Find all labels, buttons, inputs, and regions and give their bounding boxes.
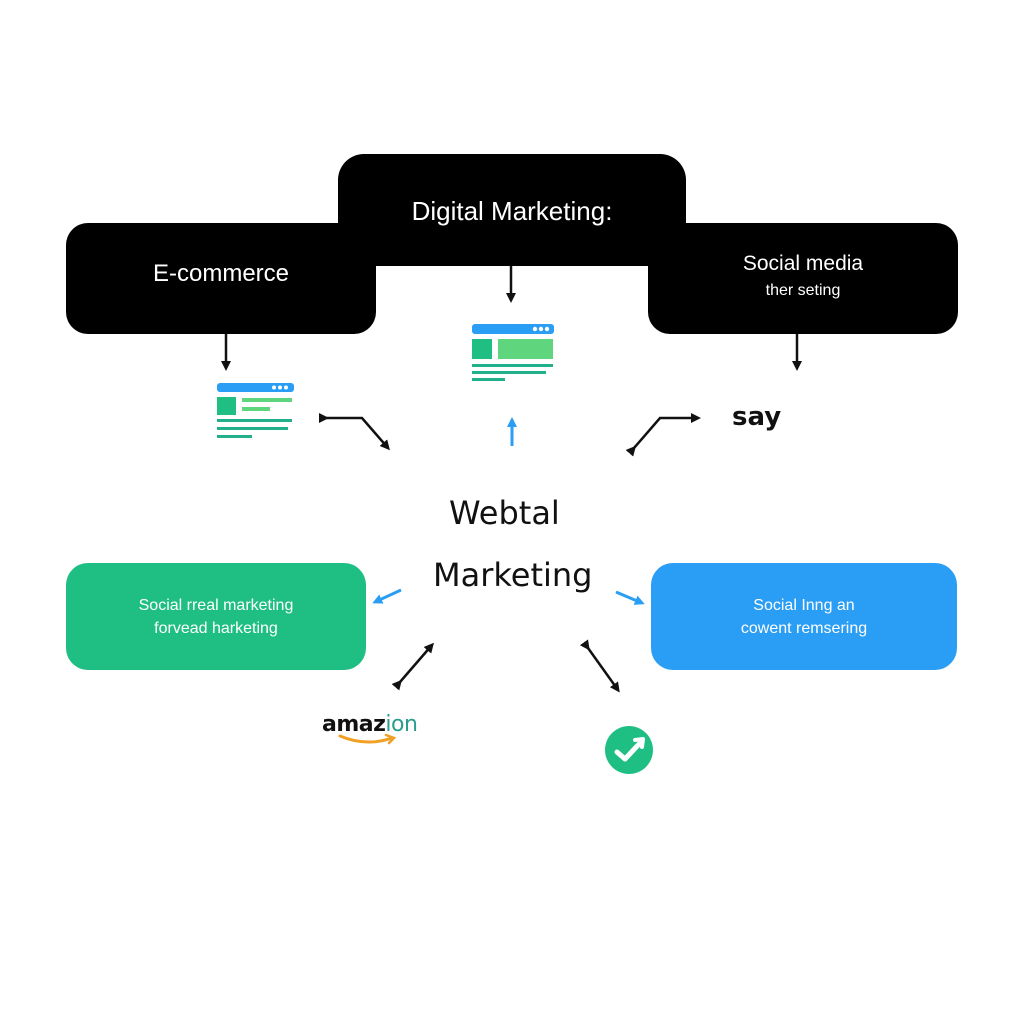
arrow-blue-left [372, 588, 402, 604]
social-content-box: Social Inng an cowent remsering [651, 563, 957, 670]
arrow-bidir-amazon [391, 642, 434, 691]
amazon-logo: amazion [322, 712, 418, 747]
center-label-line2: Marketing [433, 556, 593, 594]
amazon-smile-icon [338, 733, 397, 745]
social-marketing-box: Social rreal marketing forvead harketing [66, 563, 366, 670]
social-marketing-line2: forvead harketing [154, 619, 278, 637]
arrow-bidir-check [579, 639, 620, 693]
arrow-right-connector [625, 413, 701, 457]
social-marketing-line1: Social rreal marketing [138, 596, 294, 614]
social-media-subtitle: ther seting [765, 281, 841, 299]
ecommerce-box: E-commerce [66, 223, 376, 334]
digital-marketing-title: Digital Marketing: [411, 196, 613, 226]
social-content-line1: Social Inng an [753, 596, 855, 614]
center-label-line1: Webtal [449, 494, 560, 532]
social-media-box: Social media ther seting [648, 223, 958, 334]
social-media-title: Social media [742, 251, 864, 275]
webpage-icon-center [472, 324, 554, 381]
amazon-logo-text-2: ion [385, 712, 418, 737]
check-growth-icon [605, 726, 653, 774]
arrow-blue-right [615, 590, 645, 605]
webpage-icon-left [217, 383, 294, 438]
social-content-line2: cowent remsering [740, 619, 868, 637]
say-label: say [732, 402, 782, 432]
digital-marketing-box: Digital Marketing: [338, 154, 686, 266]
ecommerce-title: E-commerce [152, 259, 290, 287]
amazon-logo-text-1: amaz [322, 712, 386, 737]
arrow-left-connector [319, 413, 390, 451]
